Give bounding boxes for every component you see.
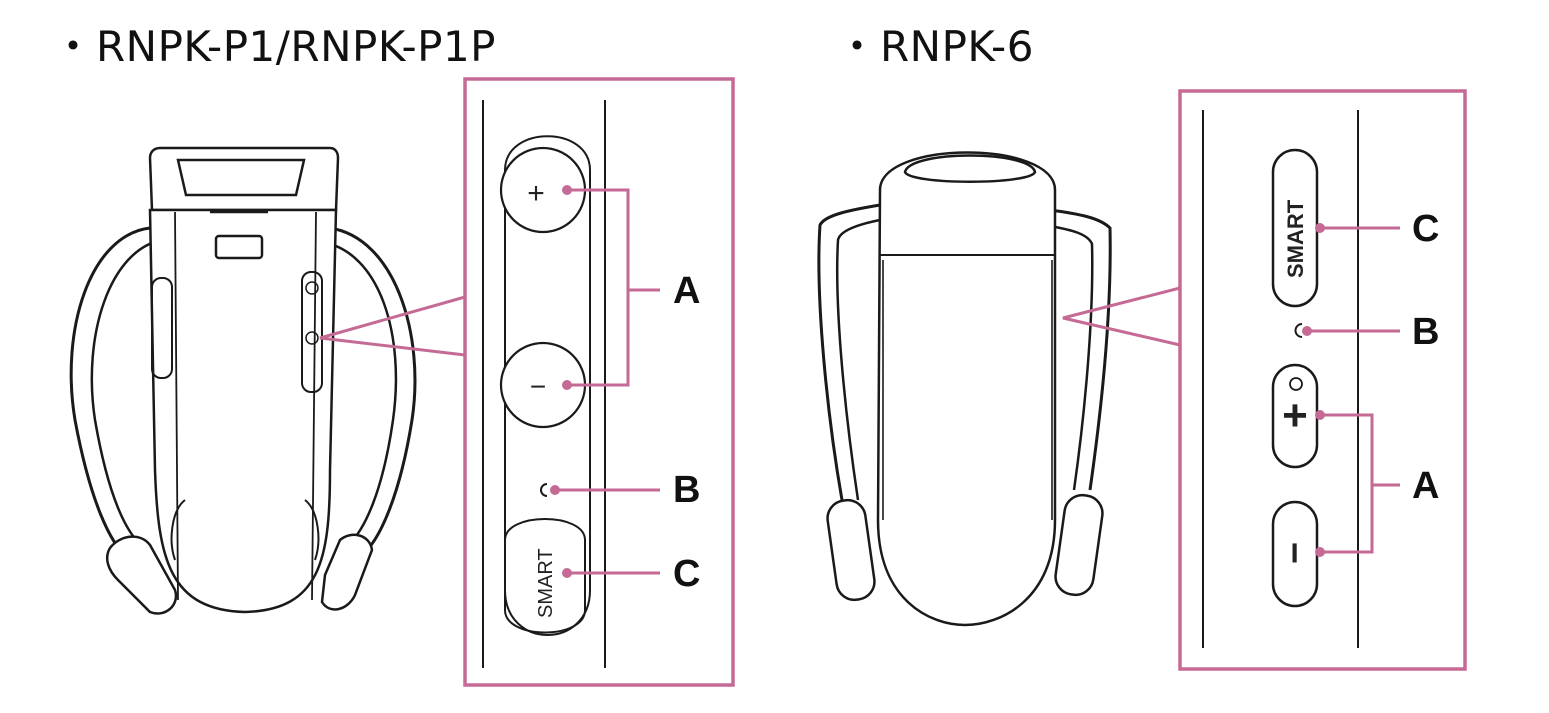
detail-panel-right xyxy=(1202,110,1359,648)
leader-dots-left xyxy=(550,185,572,578)
device-rnpk-p1-illustration xyxy=(69,146,417,615)
smart-button-label: SMART xyxy=(535,548,557,618)
plus-button-symbol: + xyxy=(527,177,545,210)
indicator-lamp xyxy=(1294,323,1303,338)
heading-text: RNPK-P1/RNPK-P1P xyxy=(96,22,497,71)
detail-frame-right xyxy=(1178,89,1467,671)
leader-lines-left xyxy=(555,188,660,575)
device-rnpk-6-illustration xyxy=(817,151,1112,627)
bullet: ・ xyxy=(52,22,95,71)
bullet: ・ xyxy=(836,22,879,71)
minus-button-symbol: − xyxy=(530,371,546,402)
heading-rnpk-p1: ・RNPK-P1/RNPK-P1P xyxy=(52,24,496,70)
callout-a-left: A xyxy=(673,270,700,312)
callout-wedge-left xyxy=(319,295,466,357)
leader-dots-right xyxy=(1302,223,1325,557)
indicator-lamp xyxy=(540,483,548,497)
minus-button-symbol: − xyxy=(1273,542,1315,564)
callout-c-left: C xyxy=(673,553,700,595)
tactile-dot xyxy=(1289,377,1303,391)
callout-b-left: B xyxy=(673,469,700,511)
callout-b-right: B xyxy=(1412,311,1439,353)
leader-lines-right xyxy=(1307,226,1400,554)
callout-c-right: C xyxy=(1412,208,1439,250)
callout-a-right: A xyxy=(1412,465,1439,507)
plus-button-symbol: + xyxy=(1282,391,1308,440)
smart-button-label: SMART xyxy=(1283,199,1308,278)
smart-button[interactable] xyxy=(504,518,586,634)
callout-wedge-right xyxy=(1062,286,1181,347)
heading-text: RNPK-6 xyxy=(880,22,1034,71)
heading-rnpk-6: ・RNPK-6 xyxy=(836,24,1034,70)
